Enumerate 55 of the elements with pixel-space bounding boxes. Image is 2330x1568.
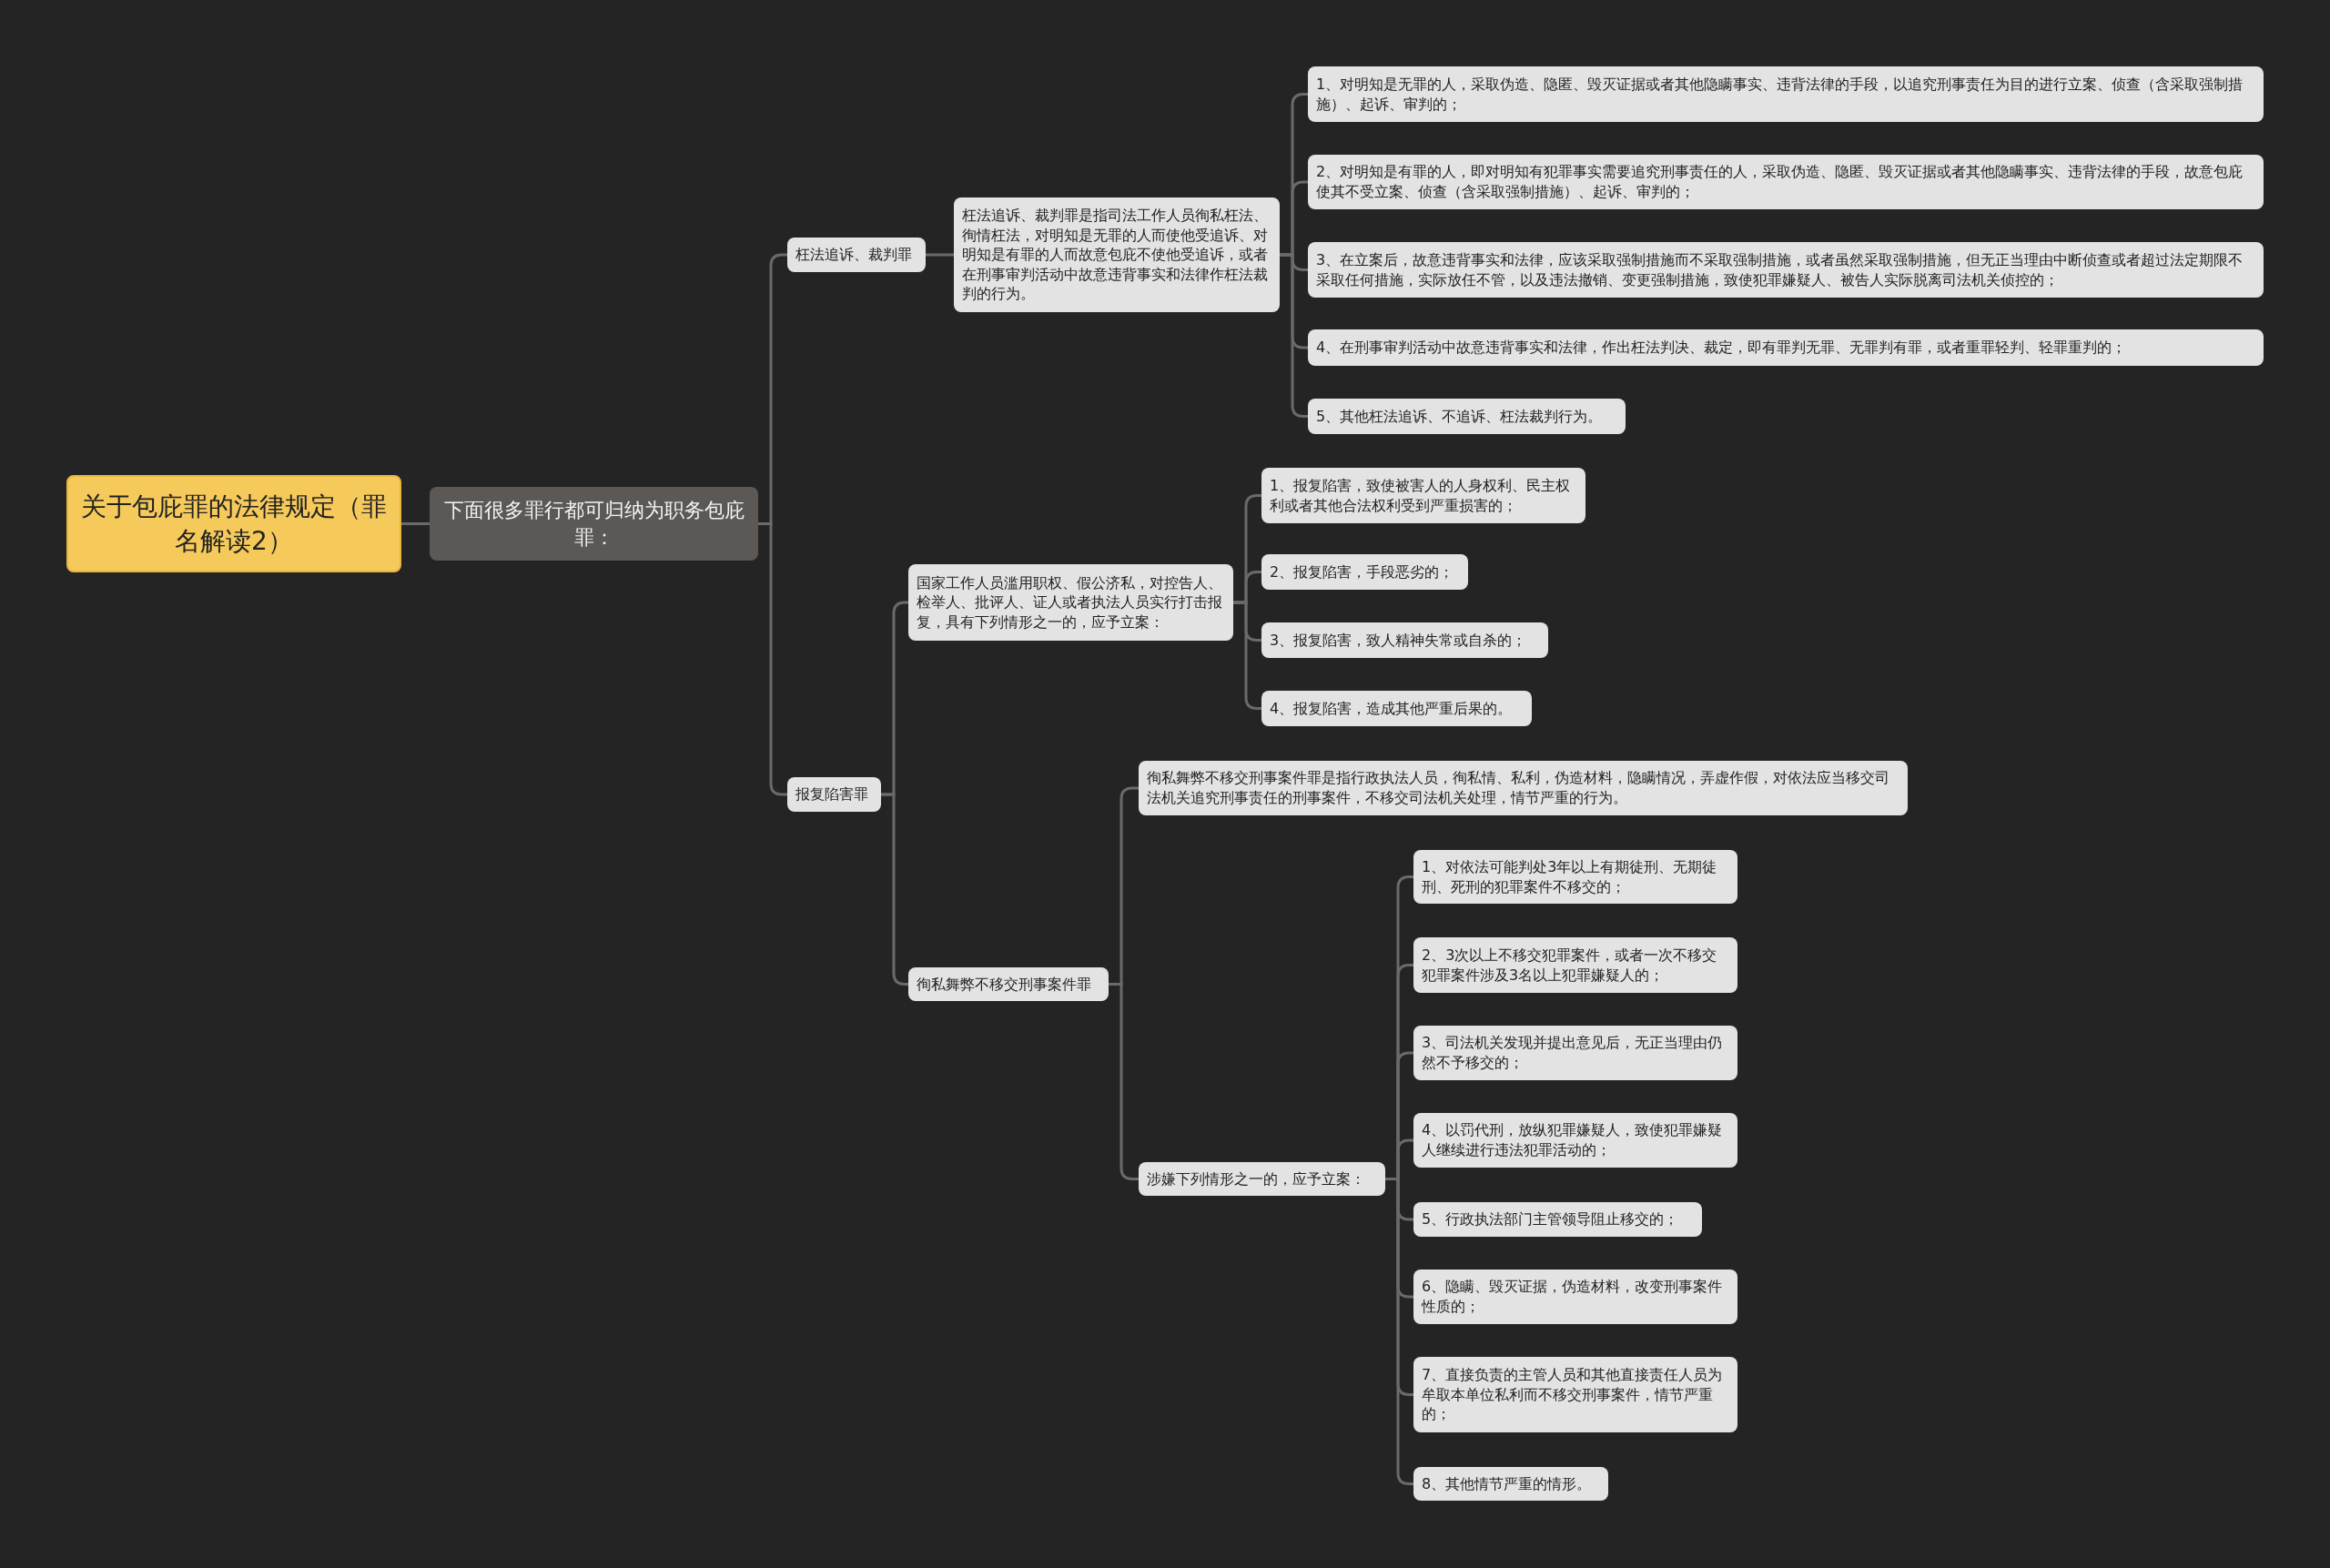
topic-text: 涉嫌下列情形之一的，应予立案： bbox=[1147, 1168, 1365, 1189]
topic-text: 8、其他情节严重的情形。 bbox=[1422, 1473, 1592, 1494]
topic-box bbox=[1261, 468, 1585, 523]
topic-box bbox=[1139, 1162, 1385, 1196]
topic-text: 2、报复陷害，手段恶劣的； bbox=[1270, 561, 1454, 582]
topic-box bbox=[1413, 1202, 1702, 1237]
topic-box bbox=[1413, 1113, 1737, 1168]
topic-box bbox=[908, 564, 1233, 641]
connector-line bbox=[926, 253, 954, 257]
topic-box bbox=[1261, 622, 1548, 658]
topic-box bbox=[787, 238, 926, 272]
topic-box bbox=[1261, 691, 1532, 726]
topic-text: 6、隐瞒、毁灭证据，伪造材料，改变刑事案件性质的； bbox=[1422, 1277, 1724, 1317]
topic-text: 国家工作人员滥用职权、假公济私，对控告人、检举人、批评人、证人或者执法人员实行打击报复，具有下列情形之一的，应予立案： bbox=[917, 572, 1223, 632]
topic-text: 枉法追诉、裁判罪是指司法工作人员徇私枉法、徇情枉法，对明知是无罪的人而使他受追诉、对明知是有罪的人而故意包庇不使他受追诉，或者在刑事审判活动中故意违背事实和法律作枉法裁判的行为。 bbox=[962, 206, 1269, 304]
topic-box bbox=[1308, 155, 2264, 209]
topic-box bbox=[1413, 1026, 1737, 1080]
topic-box bbox=[1413, 1467, 1608, 1501]
connector-line bbox=[401, 522, 430, 525]
topic-box bbox=[1139, 761, 1908, 815]
topic-box bbox=[954, 197, 1280, 312]
topic-box bbox=[1308, 329, 2264, 366]
topic-box bbox=[908, 967, 1109, 1001]
topic-text: 徇私舞弊不移交刑事案件罪是指行政执法人员，徇私情、私利，伪造材料，隐瞒情况，弄虚作假，对依法应当移交司法机关追究刑事责任的刑事案件，不移交司法机关处理，情节严重的行为。 bbox=[1147, 768, 1890, 808]
topic-text: 4、以罚代刑，放纵犯罪嫌疑人，致使犯罪嫌疑人继续进行违法犯罪活动的； bbox=[1422, 1120, 1724, 1160]
root-topic-box bbox=[66, 475, 401, 572]
topic-box bbox=[1413, 1270, 1737, 1324]
topic-text: 关于包庇罪的法律规定（罪名解读2） bbox=[80, 490, 388, 558]
topic-text: 1、报复陷害，致使被害人的人身权利、民主权利或者其他合法权利受到严重损害的； bbox=[1270, 475, 1572, 516]
topic-text: 3、在立案后，故意违背事实和法律，应该采取强制措施而不采取强制措施，或者虽然采取强制措施，但无正当理由中断侦查或者超过法定期限不采取任何措施，实际放任不管，以及违法撤销、变更强制措施，致使犯罪嫌疑人、被告人实际脱离司法机关侦控的； bbox=[1316, 249, 2244, 290]
topic-text: 徇私舞弊不移交刑事案件罪 bbox=[917, 974, 1091, 995]
topic-box bbox=[1413, 1357, 1737, 1432]
topic-box bbox=[1261, 554, 1468, 590]
topic-text: 3、司法机关发现并提出意见后，无正当理由仍然不予移交的； bbox=[1422, 1033, 1724, 1073]
topic-text: 1、对明知是无罪的人，采取伪造、隐匿、毁灭证据或者其他隐瞒事实、违背法律的手段，以追究刑事责任为目的进行立案、侦查（含采取强制措施）、起诉、审判的； bbox=[1316, 74, 2244, 115]
topic-text: 枉法追诉、裁判罪 bbox=[795, 245, 912, 265]
topic-text: 5、行政执法部门主管领导阻止移交的； bbox=[1422, 1209, 1679, 1229]
topic-text: 2、对明知是有罪的人，即对明知有犯罪事实需要追究刑事责任的人，采取伪造、隐匿、毁灭证据或者其他隐瞒事实、违背法律的手段，故意包庇使其不受立案、侦查（含采取强制措施）、起诉、审判的； bbox=[1316, 162, 2244, 202]
topic-text: 7、直接负责的主管人员和其他直接责任人员为牟取本单位私利而不移交刑事案件，情节严重的； bbox=[1422, 1365, 1724, 1424]
branch-topic-box bbox=[430, 487, 758, 561]
topic-text: 4、在刑事审判活动中故意违背事实和法律，作出枉法判决、裁定，即有罪判无罪、无罪判有罪，或者重罪轻判、轻罪重判的； bbox=[1316, 338, 2127, 358]
topic-text: 1、对依法可能判处3年以上有期徒刑、无期徒刑、死刑的犯罪案件不移交的； bbox=[1422, 856, 1718, 897]
topic-box bbox=[1413, 937, 1737, 993]
topic-box bbox=[787, 777, 881, 812]
connector-line bbox=[758, 522, 787, 796]
topic-text: 报复陷害罪 bbox=[795, 784, 868, 804]
topic-box bbox=[1413, 850, 1737, 904]
topic-box bbox=[1308, 242, 2264, 298]
topic-box bbox=[1308, 66, 2264, 122]
topic-text: 3、报复陷害，致人精神失常或自杀的； bbox=[1270, 630, 1527, 651]
topic-text: 5、其他枉法追诉、不追诉、枉法裁判行为。 bbox=[1316, 406, 1603, 427]
topic-text: 下面很多罪行都可归纳为职务包庇罪： bbox=[442, 497, 745, 551]
topic-text: 2、3次以上不移交犯罪案件，或者一次不移交犯罪案件涉及3名以上犯罪嫌疑人的； bbox=[1422, 945, 1718, 986]
topic-box bbox=[1308, 399, 1626, 434]
topic-text: 4、报复陷害，造成其他严重后果的。 bbox=[1270, 698, 1513, 719]
